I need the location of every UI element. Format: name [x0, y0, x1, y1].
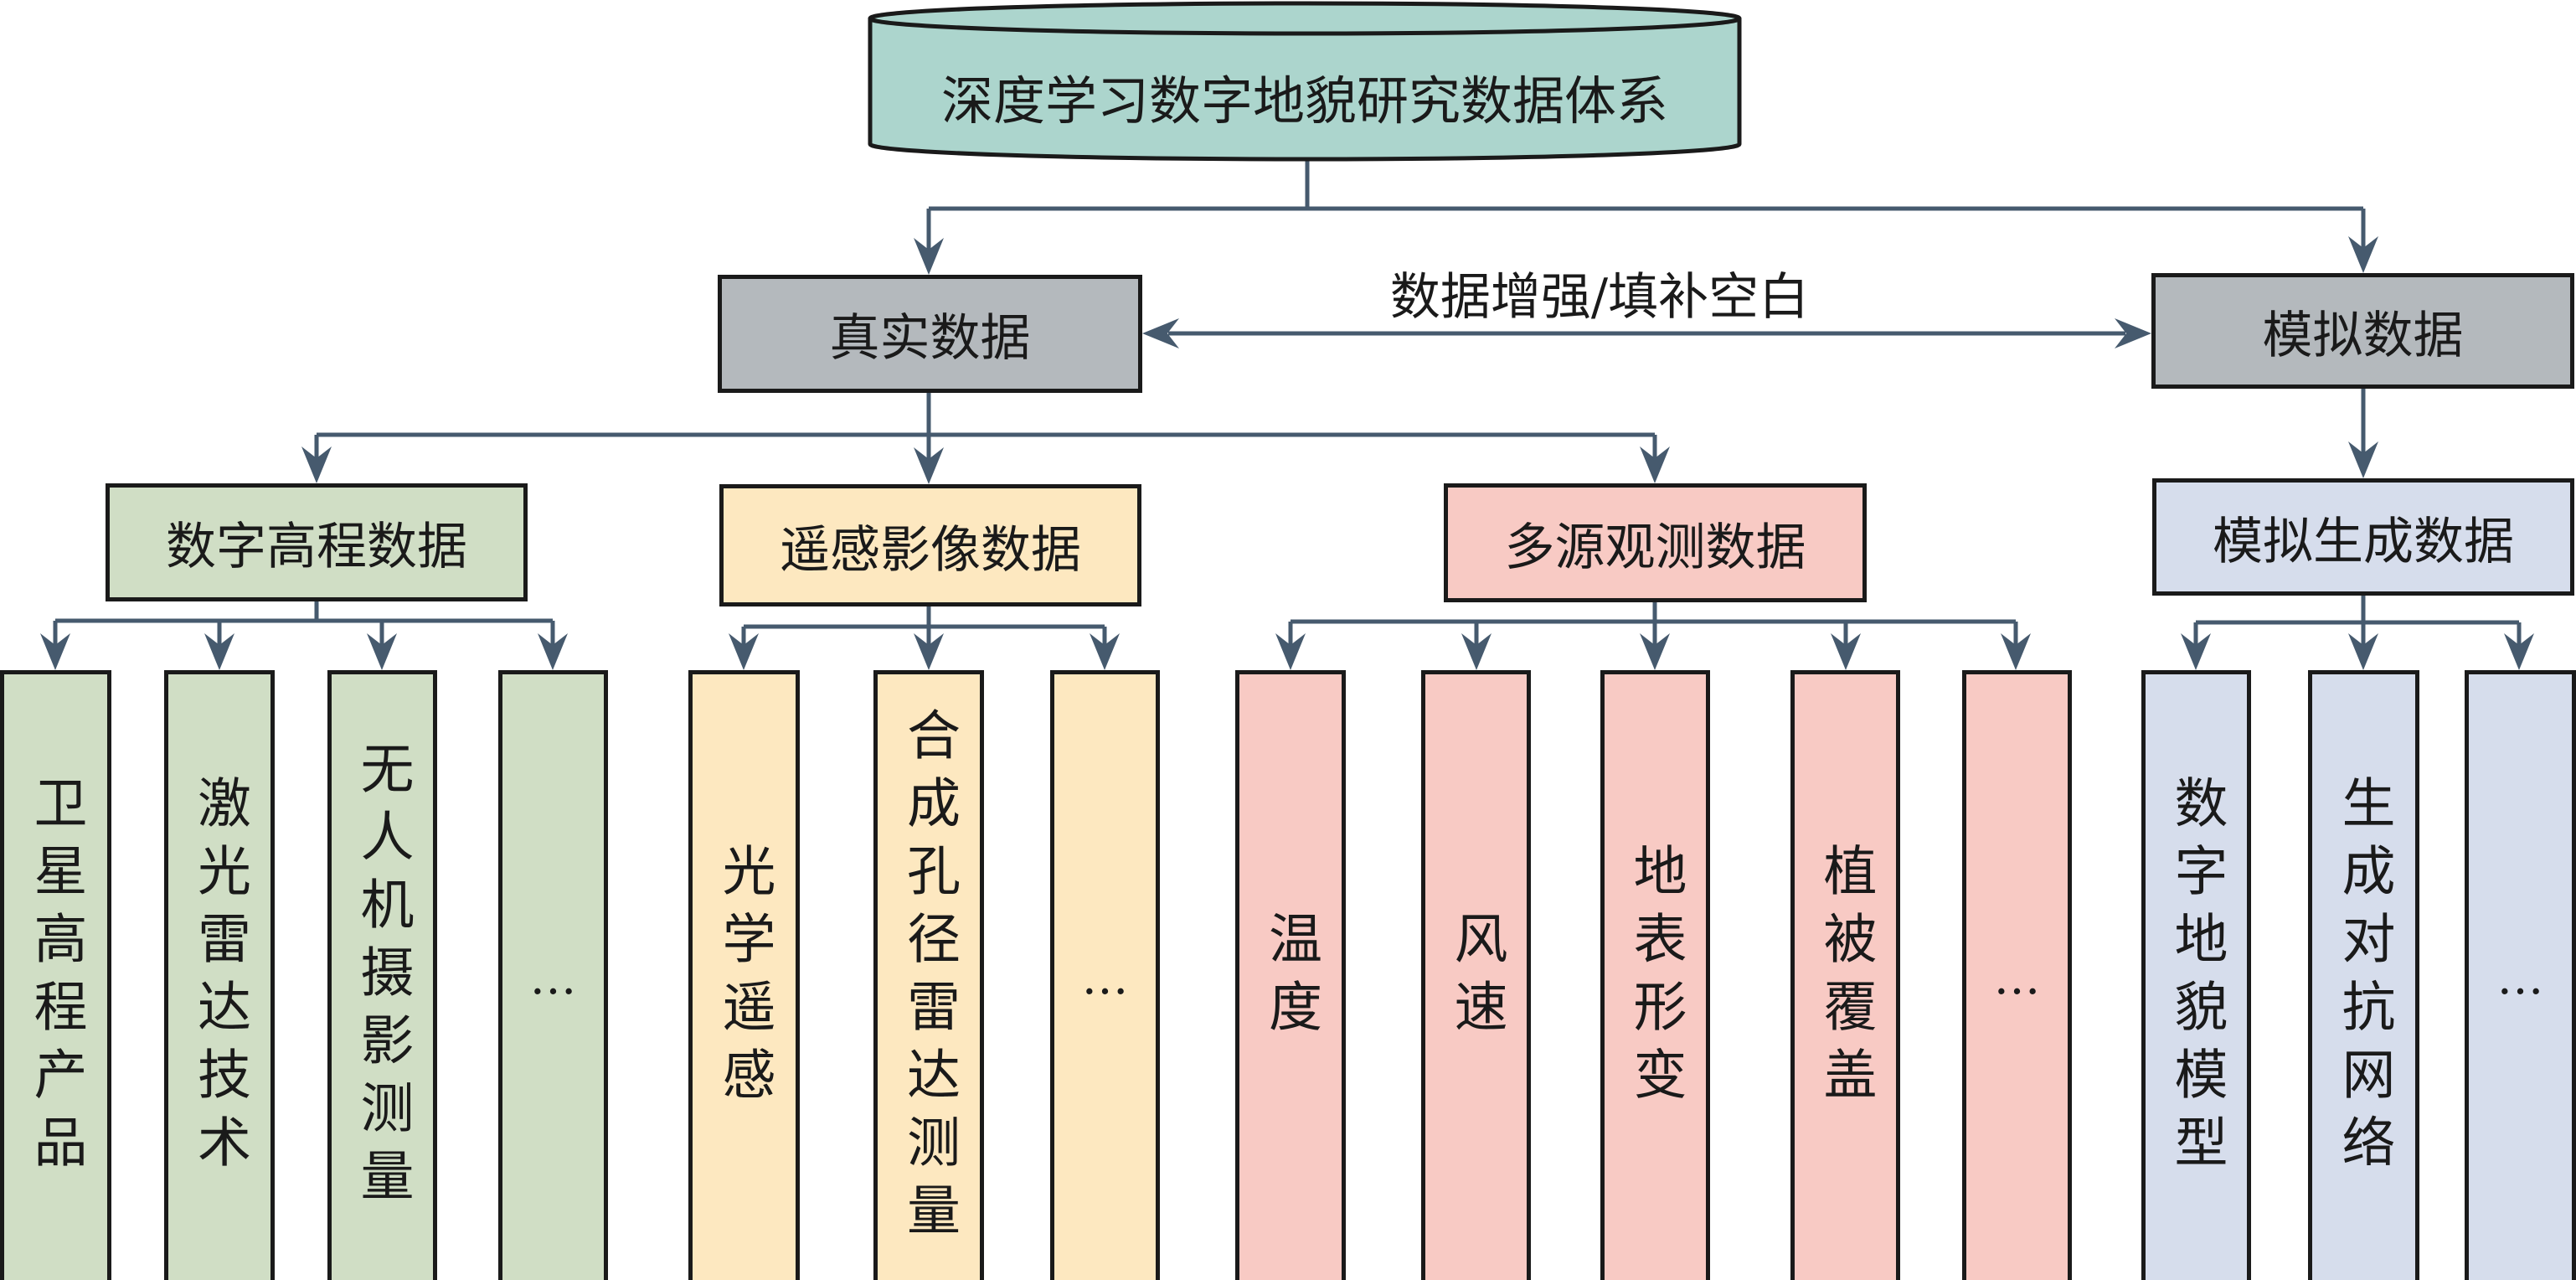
- leaf-label: 数字地貌模型: [2165, 774, 2228, 1182]
- leaf-label: 无人机摄影测量: [351, 741, 414, 1215]
- category-label: 模拟数据: [2262, 306, 2464, 365]
- root-cylinder: [868, 1, 1742, 162]
- group-label: 遥感影像数据: [780, 520, 1081, 580]
- leaf-label: …: [1081, 950, 1129, 1005]
- arrowhead-icon: [1275, 633, 1306, 670]
- group-multisource-observation: 多源观测数据: [1444, 483, 1867, 602]
- leaf-digital-landform-model: 数字地貌模型: [2141, 670, 2251, 1280]
- cylinder-top: [868, 1, 1742, 36]
- edge-label-augmentation: 数据增强/填补空白: [1389, 268, 1810, 327]
- arrowhead-icon: [2348, 633, 2378, 670]
- arrowhead-icon: [1640, 446, 1670, 483]
- group-simulated-generation: 模拟生成数据: [2152, 478, 2574, 596]
- leaf-label: 风速: [1445, 910, 1507, 1046]
- leaf-label: …: [529, 950, 577, 1005]
- group-remote-sensing: 遥感影像数据: [719, 484, 1141, 606]
- arrowhead-icon: [301, 446, 332, 483]
- leaf-wind-speed: 风速: [1421, 670, 1531, 1280]
- arrowhead-icon: [1090, 633, 1120, 670]
- leaf-temperature: 温度: [1235, 670, 1346, 1280]
- arrowhead-icon: [2348, 441, 2378, 478]
- arrowhead-icon: [1461, 633, 1492, 670]
- root-title: 深度学习数字地貌研究数据体系: [940, 70, 1668, 132]
- cylinder-body: [868, 18, 1742, 162]
- leaf-label: 温度: [1260, 910, 1321, 1046]
- arrowhead-left-icon: [1142, 318, 1179, 348]
- leaf-remote-more: …: [1050, 670, 1160, 1280]
- leaf-sim-more: …: [2465, 670, 2576, 1280]
- group-label: 多源观测数据: [1504, 518, 1806, 577]
- leaf-label: 光学遥感: [713, 842, 775, 1114]
- group-label: 数字高程数据: [166, 518, 467, 576]
- arrowhead-icon: [2504, 633, 2534, 670]
- leaf-label: 植被覆盖: [1814, 842, 1877, 1114]
- leaf-label: 合成孔径雷达测量: [898, 706, 960, 1250]
- leaf-label: 生成对抗网络: [2332, 774, 2395, 1182]
- leaf-uav-photogrammetry: 无人机摄影测量: [327, 670, 437, 1280]
- leaf-optical-rs: 光学遥感: [688, 670, 800, 1280]
- leaf-label: 激光雷达技术: [188, 774, 250, 1182]
- arrowhead-icon: [2348, 236, 2378, 273]
- arrowhead-icon: [914, 447, 944, 484]
- leaf-sar: 合成孔径雷达测量: [873, 670, 984, 1280]
- arrowhead-icon: [1640, 633, 1670, 670]
- arrowhead-icon: [1831, 633, 1861, 670]
- arrowhead-icon: [2181, 633, 2211, 670]
- arrowhead-icon: [538, 633, 568, 670]
- leaf-satellite-dem: 卫星高程产品: [0, 670, 111, 1280]
- category-real-data: 真实数据: [718, 275, 1142, 393]
- leaf-label: …: [2496, 950, 2544, 1005]
- arrowhead-right-icon: [2115, 318, 2151, 348]
- leaf-obs-more: …: [1962, 670, 2072, 1280]
- leaf-vegetation-cover: 植被覆盖: [1790, 670, 1900, 1280]
- group-dem: 数字高程数据: [106, 483, 528, 601]
- leaf-dem-more: …: [498, 670, 608, 1280]
- category-simulated-data: 模拟数据: [2151, 273, 2574, 389]
- arrowhead-icon: [204, 633, 234, 670]
- category-label: 真实数据: [829, 309, 1031, 368]
- arrowhead-icon: [729, 633, 759, 670]
- arrowhead-icon: [40, 633, 70, 670]
- leaf-surface-deformation: 地表形变: [1600, 670, 1710, 1280]
- arrowhead-icon: [367, 633, 397, 670]
- arrowhead-icon: [914, 238, 944, 275]
- leaf-gan: 生成对抗网络: [2308, 670, 2419, 1280]
- arrowhead-icon: [2001, 633, 2031, 670]
- leaf-label: …: [1993, 950, 2041, 1005]
- arrowhead-icon: [914, 633, 944, 670]
- leaf-label: 地表形变: [1624, 842, 1687, 1114]
- leaf-lidar: 激光雷达技术: [164, 670, 275, 1280]
- leaf-label: 卫星高程产品: [24, 774, 87, 1182]
- group-label: 模拟生成数据: [2213, 512, 2514, 571]
